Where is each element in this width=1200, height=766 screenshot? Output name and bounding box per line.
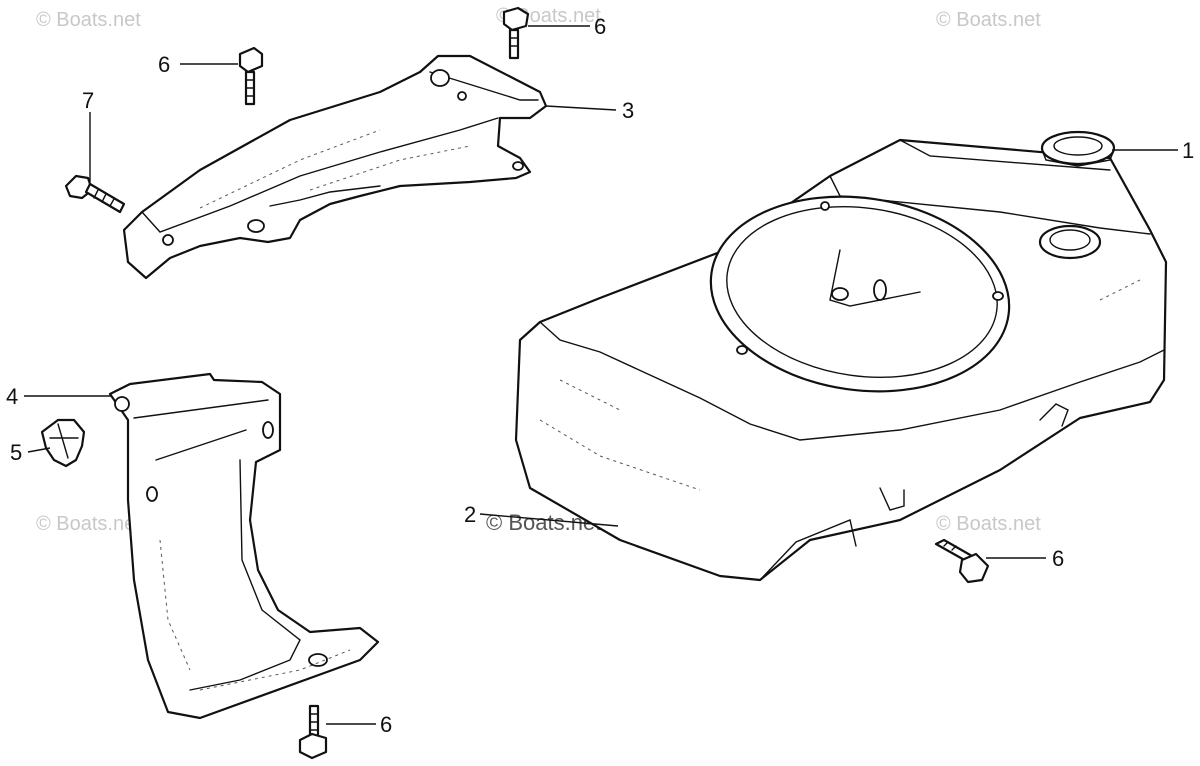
- part-6-bolt-top-left: [238, 46, 264, 106]
- part-2-fan-housing: [514, 138, 1168, 582]
- callouts: 1 2 3 4 5 6 6 6 6 7: [6, 14, 1194, 737]
- part-5-clip: [40, 418, 86, 468]
- part-6-bolt-right: [934, 538, 990, 584]
- callout-4: 4: [6, 384, 18, 409]
- callout-5: 5: [10, 440, 22, 465]
- watermark: © Boats.net: [36, 9, 141, 31]
- callout-7: 7: [82, 88, 94, 113]
- callout-1: 1: [1182, 138, 1194, 163]
- watermark: © Boats.net: [36, 513, 141, 535]
- callout-2: 2: [464, 502, 476, 527]
- callout-6: 6: [594, 14, 606, 39]
- watermark: © Boats.net: [936, 513, 1041, 535]
- leader-lines: [24, 25, 1178, 725]
- callout-6: 6: [380, 712, 392, 737]
- part-1-grommet: [1040, 130, 1116, 167]
- part-7-bolt: [64, 174, 126, 214]
- callout-6: 6: [1052, 546, 1064, 571]
- part-6-bolt-top-center: [502, 6, 530, 60]
- watermark: © Boats.net: [936, 9, 1041, 31]
- part-3-bracket: [122, 54, 548, 280]
- part-6-bolt-bottom: [298, 704, 328, 760]
- callout-6: 6: [158, 52, 170, 77]
- part-4-shield: [108, 372, 380, 720]
- callout-3: 3: [622, 98, 634, 123]
